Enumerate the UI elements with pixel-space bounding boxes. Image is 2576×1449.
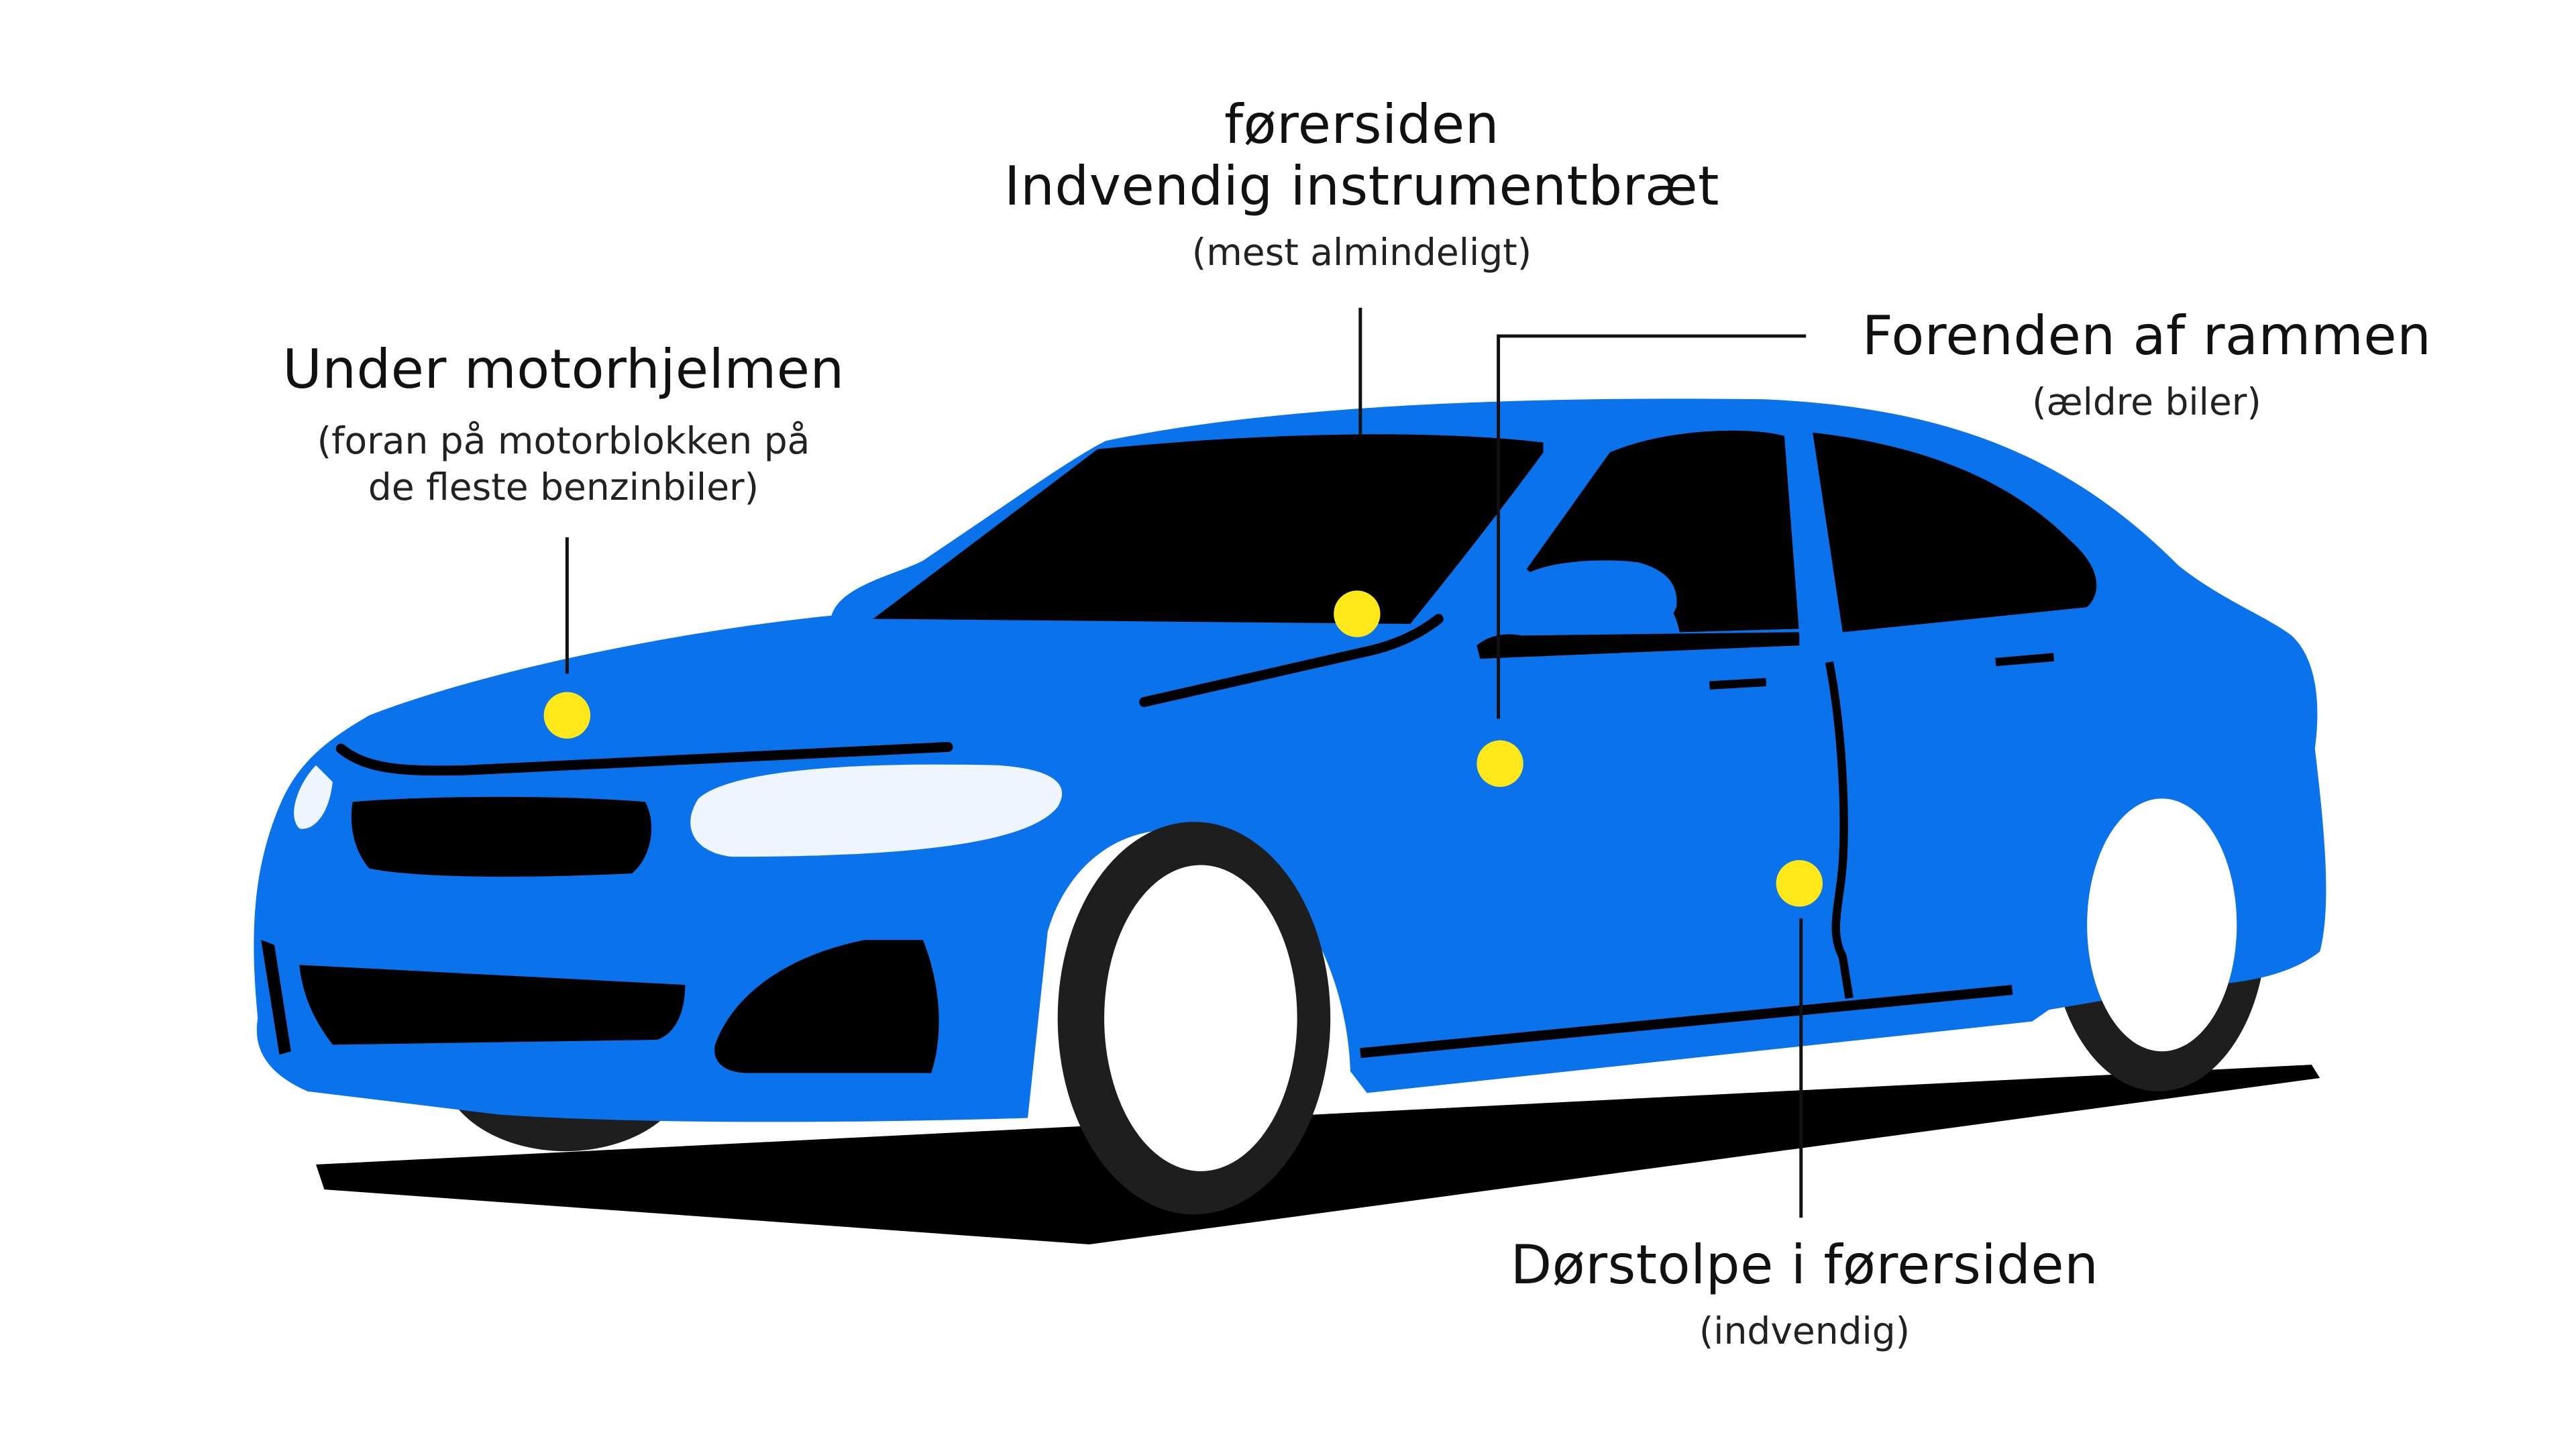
door-handle-front	[1709, 682, 1766, 686]
marker-dot-hood	[544, 692, 590, 739]
label-dashboard-note: (mest almindeligt)	[959, 229, 1764, 276]
label-dashboard-title-line2: Indvendig instrumentbræt	[959, 156, 1764, 217]
front-grille	[352, 797, 651, 877]
marker-dot-dashboard	[1334, 590, 1380, 637]
label-hood-title: Under motorhjelmen	[215, 339, 912, 400]
marker-dot-door-post	[1776, 860, 1823, 906]
label-door-post-note: (indvendig)	[1469, 1308, 2140, 1354]
side-mirror	[1509, 560, 1676, 639]
marker-dot-frame	[1477, 741, 1523, 787]
front-rim	[1104, 865, 1297, 1171]
rear-rim	[2087, 798, 2237, 1051]
label-frame-note: (ældre biler)	[1811, 379, 2482, 425]
label-door-post-title: Dørstolpe i førersiden	[1469, 1234, 2140, 1296]
label-hood-note-line1: (foran på motorblokken på	[215, 418, 912, 464]
label-frame: Forenden af rammen (ældre biler)	[1811, 305, 2482, 425]
label-hood: Under motorhjelmen (foran på motorblokke…	[215, 339, 912, 511]
label-dashboard: førersiden Indvendig instrumentbræt (mes…	[959, 94, 1764, 276]
label-dashboard-title-line1: førersiden	[959, 94, 1764, 156]
label-hood-note-line2: de fleste benzinbiler)	[215, 464, 912, 511]
label-hood-note: (foran på motorblokken på de fleste benz…	[215, 418, 912, 511]
label-door-post: Dørstolpe i førersiden (indvendig)	[1469, 1234, 2140, 1354]
label-frame-title: Forenden af rammen	[1811, 305, 2482, 367]
door-handle-rear	[1996, 657, 2054, 662]
